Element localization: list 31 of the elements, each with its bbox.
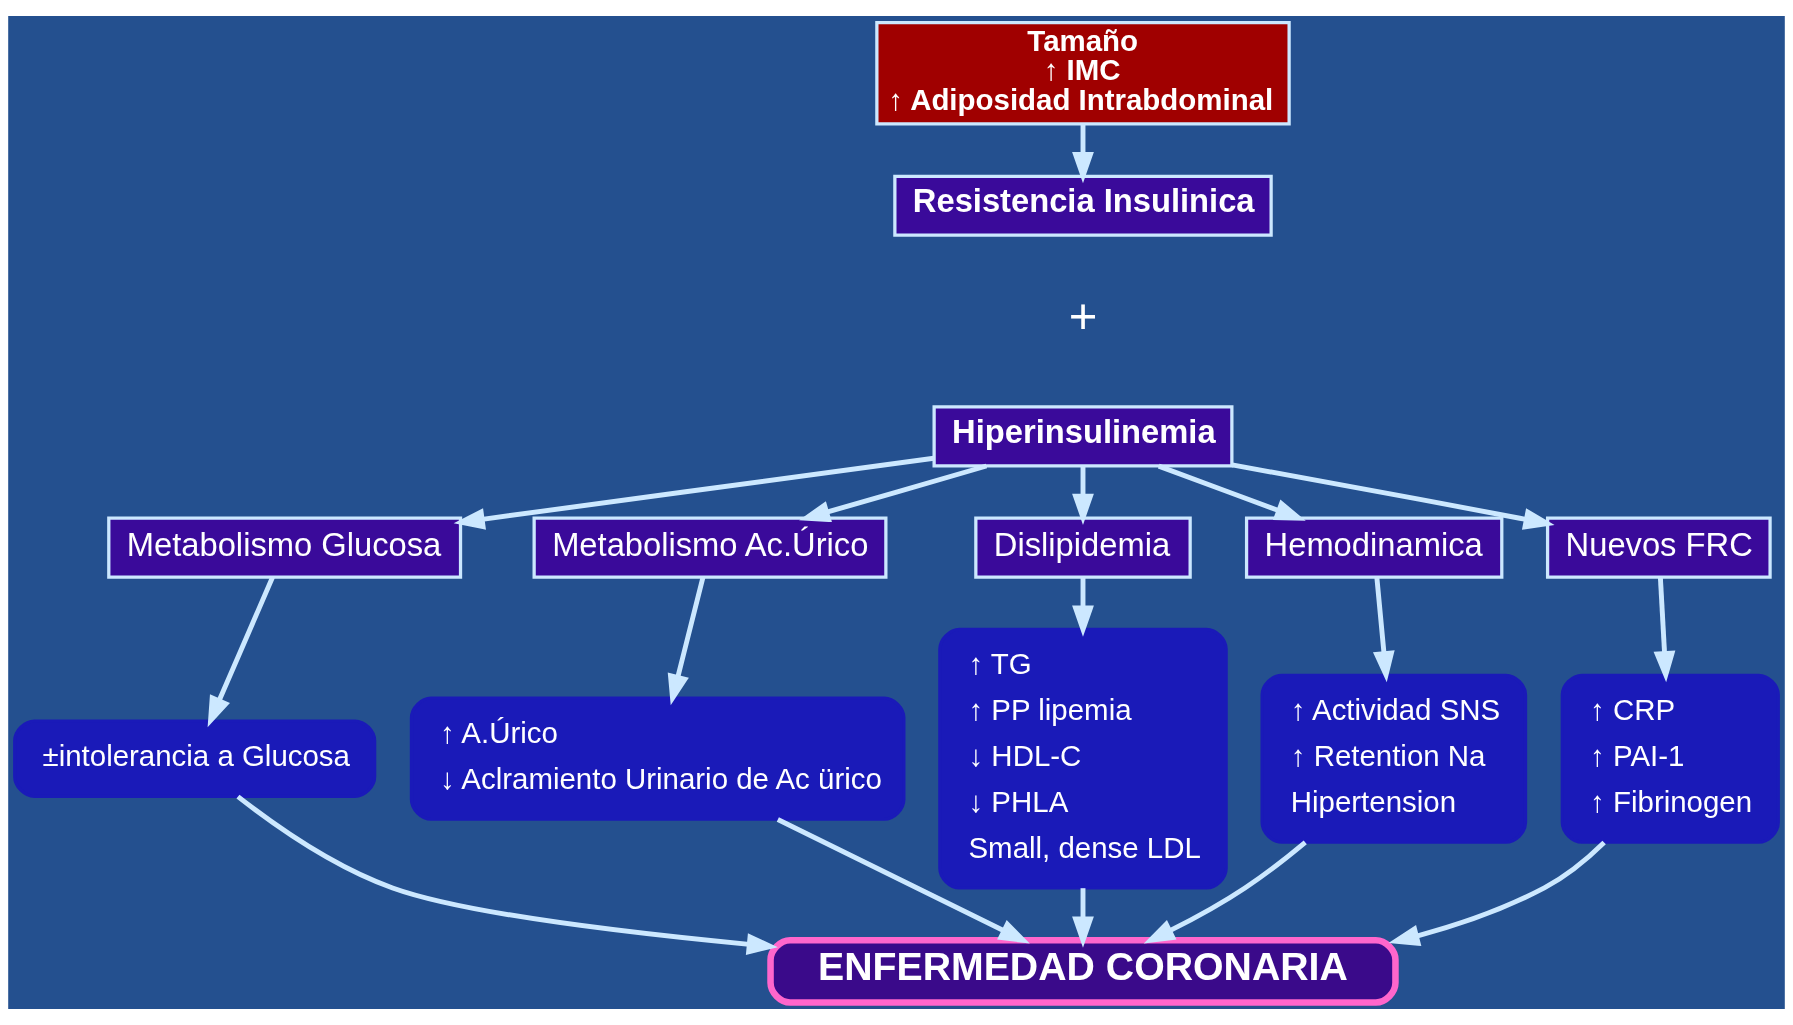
node-box: Metabolismo Ac.Úrico bbox=[532, 516, 888, 579]
arrow bbox=[453, 455, 935, 530]
arrow bbox=[776, 817, 1030, 944]
arrow bbox=[1157, 463, 1306, 521]
node-box: ↑ A.Úrico ↓ Aclramiento Urinario de Ac ürico bbox=[409, 696, 906, 821]
node-box: Dislipidemia bbox=[974, 516, 1192, 579]
arrow bbox=[236, 794, 778, 956]
node-box: ↑ TG ↑ PP lipemia ↓ HDL-C ↓ PHLA Small, dense LDL bbox=[938, 627, 1228, 890]
node-box: Resistencia Insulinica bbox=[893, 174, 1273, 237]
node-box: Hiperinsulinemia bbox=[932, 405, 1234, 468]
arrow bbox=[1653, 577, 1676, 683]
arrow bbox=[1072, 888, 1094, 948]
arrow bbox=[1072, 577, 1094, 637]
arrow bbox=[1072, 124, 1094, 184]
node-box: ±intolerancia a Glucosa bbox=[13, 719, 377, 798]
arrow bbox=[1143, 840, 1307, 944]
arrow bbox=[1372, 577, 1395, 683]
node-box: ENFERMEDAD CORONARIA bbox=[767, 937, 1399, 1006]
node-box: ↑ CRP ↑ PAI-1 ↑ Fibrinogen bbox=[1560, 673, 1780, 844]
node-box: Metabolismo Glucosa bbox=[107, 516, 463, 579]
node-box: Nuevos FRC bbox=[1545, 516, 1772, 579]
node-box: ↑ Actividad SNS ↑ Retention Na Hipertension bbox=[1260, 673, 1528, 844]
arrow bbox=[207, 576, 275, 728]
arrow bbox=[799, 463, 988, 523]
node-box: Hemodinamica bbox=[1244, 516, 1504, 579]
node-box: Tamaño ↑ IMC ↑ Adiposidad Intrabdominal bbox=[875, 20, 1291, 126]
arrow bbox=[1072, 466, 1094, 525]
label: + bbox=[1068, 289, 1098, 344]
arrow bbox=[1388, 840, 1606, 947]
arrow bbox=[1231, 462, 1555, 530]
arrow bbox=[667, 576, 706, 706]
